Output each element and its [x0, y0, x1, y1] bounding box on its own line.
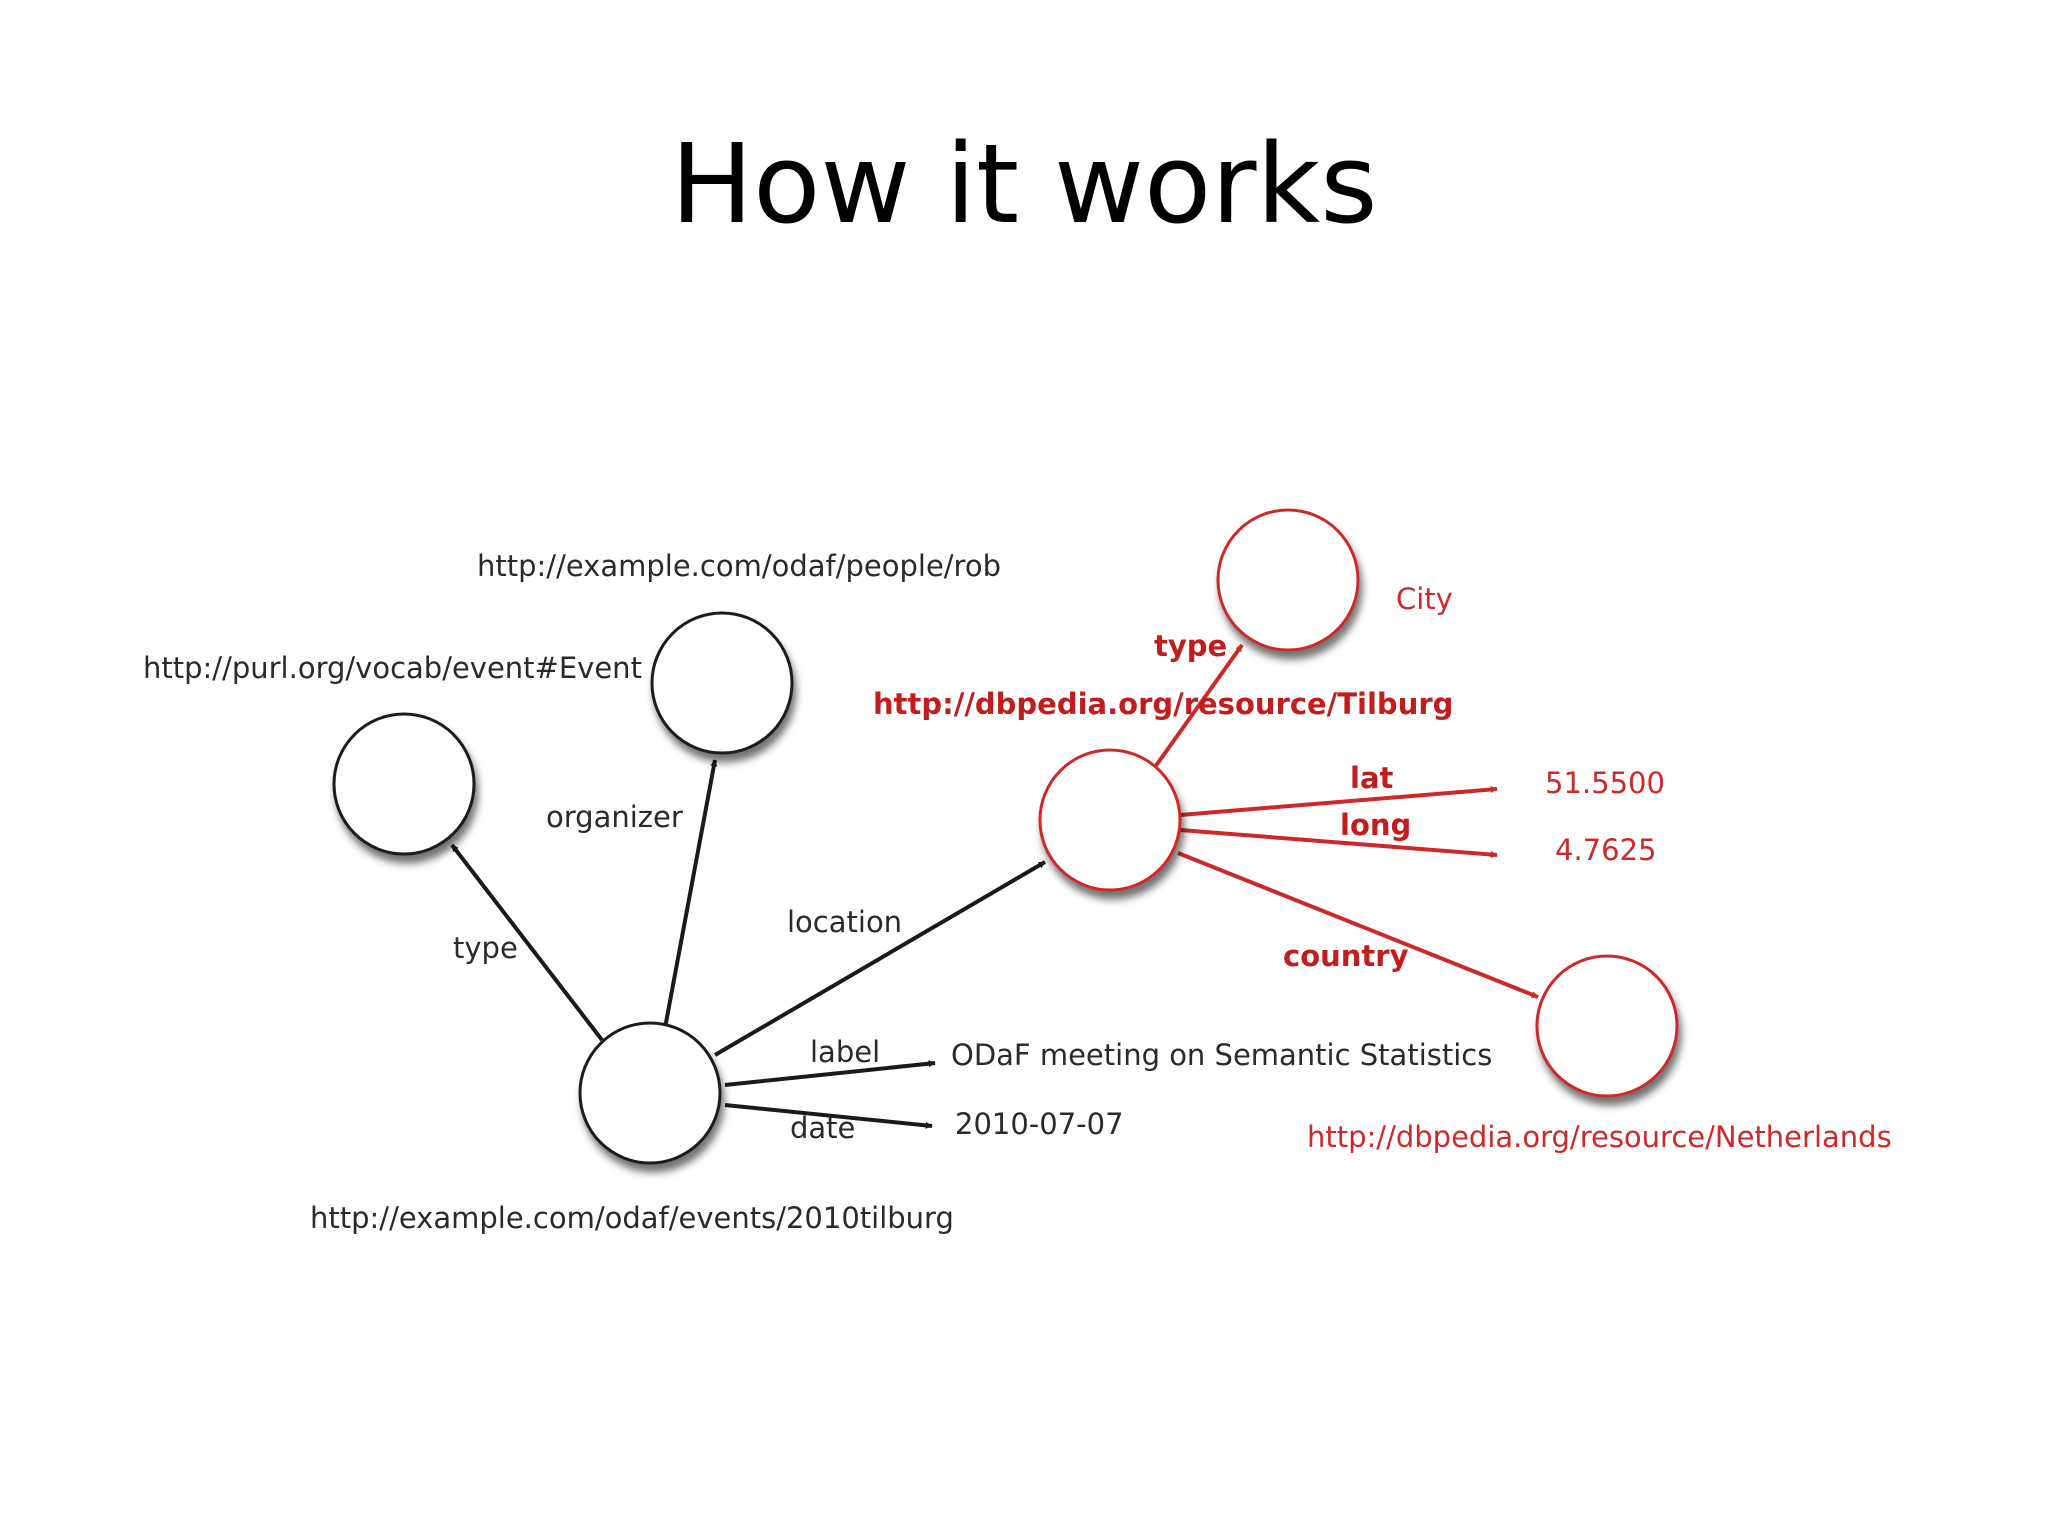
edge-label-country: country	[1283, 939, 1409, 973]
edge-label-type: type	[453, 931, 518, 965]
uri-event: http://example.com/odaf/events/2010tilbu…	[310, 1201, 954, 1235]
edge-date	[724, 1103, 933, 1129]
edge-long	[1179, 828, 1498, 858]
edge-type	[450, 843, 604, 1042]
edge-label-city-type: type	[1154, 629, 1227, 663]
literal-label-value: ODaF meeting on Semantic Statistics	[951, 1038, 1492, 1072]
node-event-type	[332, 712, 476, 856]
edge-label-date: date	[790, 1111, 855, 1145]
black-nodes	[332, 611, 794, 1165]
edge-label-location: location	[787, 905, 902, 939]
uri-netherlands: http://dbpedia.org/resource/Netherlands	[1307, 1120, 1892, 1154]
edge-city-type	[1153, 643, 1244, 769]
uri-event-type: http://purl.org/vocab/event#Event	[143, 651, 642, 685]
black-labels: http://example.com/odaf/people/rob http:…	[143, 549, 1492, 1235]
edge-label-organizer: organizer	[546, 800, 683, 834]
uri-organizer: http://example.com/odaf/people/rob	[477, 549, 1001, 583]
edge-label	[724, 1060, 936, 1087]
edge-organizer	[663, 759, 718, 1029]
uri-tilburg: http://dbpedia.org/resource/Tilburg	[873, 687, 1453, 721]
edge-label-label: label	[810, 1035, 880, 1069]
edge-label-long: long	[1340, 808, 1411, 842]
node-netherlands	[1535, 954, 1679, 1098]
literal-city: City	[1396, 582, 1453, 616]
literal-date-value: 2010-07-07	[955, 1107, 1124, 1141]
red-nodes	[1038, 508, 1679, 1098]
node-organizer	[650, 611, 794, 755]
node-event	[578, 1021, 722, 1165]
node-tilburg	[1038, 748, 1182, 892]
red-labels: City type http://dbpedia.org/resource/Ti…	[873, 582, 1892, 1154]
literal-long-value: 4.7625	[1555, 833, 1656, 867]
edge-label-lat: lat	[1350, 761, 1394, 795]
literal-lat-value: 51.5500	[1545, 766, 1665, 800]
edge-location	[713, 860, 1047, 1057]
node-city	[1216, 508, 1360, 652]
slide-title: How it works	[670, 120, 1378, 248]
edge-country	[1177, 851, 1539, 999]
red-edges	[1153, 643, 1539, 999]
black-edges	[450, 759, 1047, 1129]
edge-lat	[1179, 786, 1498, 817]
